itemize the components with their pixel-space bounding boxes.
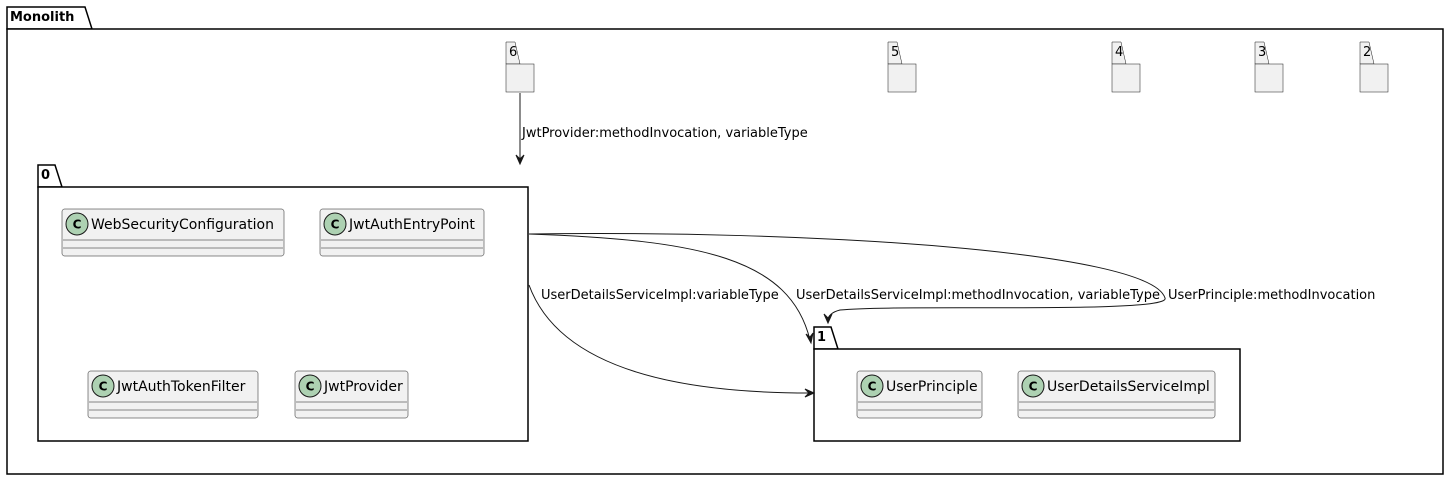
- svg-text:C: C: [99, 380, 108, 394]
- svg-text:C: C: [1029, 380, 1038, 394]
- package-0-title: 0: [41, 168, 50, 183]
- class-name: UserDetailsServiceImpl: [1047, 379, 1210, 395]
- class-name: UserPrinciple: [886, 379, 978, 395]
- class-jwtauthentrypoint: C JwtAuthEntryPoint: [319, 208, 485, 257]
- svg-text:C: C: [73, 218, 82, 232]
- package-2: 2: [1359, 41, 1389, 93]
- edge-label: UserDetailsServiceImpl:methodInvocation,…: [796, 288, 1160, 303]
- package-6: 6: [505, 41, 535, 93]
- class-stereotype-icon: [860, 374, 884, 398]
- class-userdetailsserviceimpl: C UserDetailsServiceImpl: [1017, 370, 1216, 419]
- class-stereotype-icon: [1021, 374, 1045, 398]
- class-stereotype-icon: [65, 212, 89, 236]
- package-4: 4: [1111, 41, 1141, 93]
- edge-0-to-1-b: UserDetailsServiceImpl:methodInvocation,…: [528, 233, 1160, 345]
- svg-text:C: C: [868, 380, 877, 394]
- package-1: 1 C UserPrinciple C UserDetailsServiceIm…: [813, 326, 1241, 442]
- class-name: WebSecurityConfiguration: [91, 217, 274, 233]
- edge-0-to-1-c: UserPrinciple:methodInvocation: [528, 233, 1375, 325]
- package-1-title: 1: [817, 330, 826, 345]
- edge-label: UserPrinciple:methodInvocation: [1168, 288, 1375, 303]
- package-3-title: 3: [1258, 45, 1266, 60]
- package-5: 5: [887, 41, 917, 93]
- class-name: JwtAuthTokenFilter: [116, 379, 246, 395]
- package-2-title: 2: [1363, 45, 1371, 60]
- class-name: JwtProvider: [323, 379, 403, 395]
- class-name: JwtAuthEntryPoint: [348, 217, 475, 233]
- edge-label: JwtProvider:methodInvocation, variableTy…: [521, 126, 808, 141]
- package-6-title: 6: [509, 45, 517, 60]
- package-4-title: 4: [1115, 45, 1123, 60]
- class-stereotype-icon: [91, 374, 115, 398]
- package-0: 0 C WebSecurityConfiguration C JwtAuthEn…: [37, 164, 529, 442]
- edge-0-to-1-a: UserDetailsServiceImpl:variableType: [528, 284, 816, 398]
- package-5-title: 5: [891, 45, 899, 60]
- class-websecurityconfiguration: C WebSecurityConfiguration: [61, 208, 285, 257]
- class-jwtauthtokenfilter: C JwtAuthTokenFilter: [87, 370, 259, 419]
- edge-label: UserDetailsServiceImpl:variableType: [541, 288, 779, 303]
- class-jwtprovider: C JwtProvider: [294, 370, 409, 419]
- class-stereotype-icon: [323, 212, 347, 236]
- class-userprinciple: C UserPrinciple: [856, 370, 983, 419]
- class-stereotype-icon: [298, 374, 322, 398]
- svg-text:C: C: [306, 380, 315, 394]
- svg-text:C: C: [331, 218, 340, 232]
- package-3: 3: [1254, 41, 1284, 93]
- package-monolith-title: Monolith: [10, 10, 74, 25]
- edge-6-to-0: JwtProvider:methodInvocation, variableTy…: [515, 93, 808, 166]
